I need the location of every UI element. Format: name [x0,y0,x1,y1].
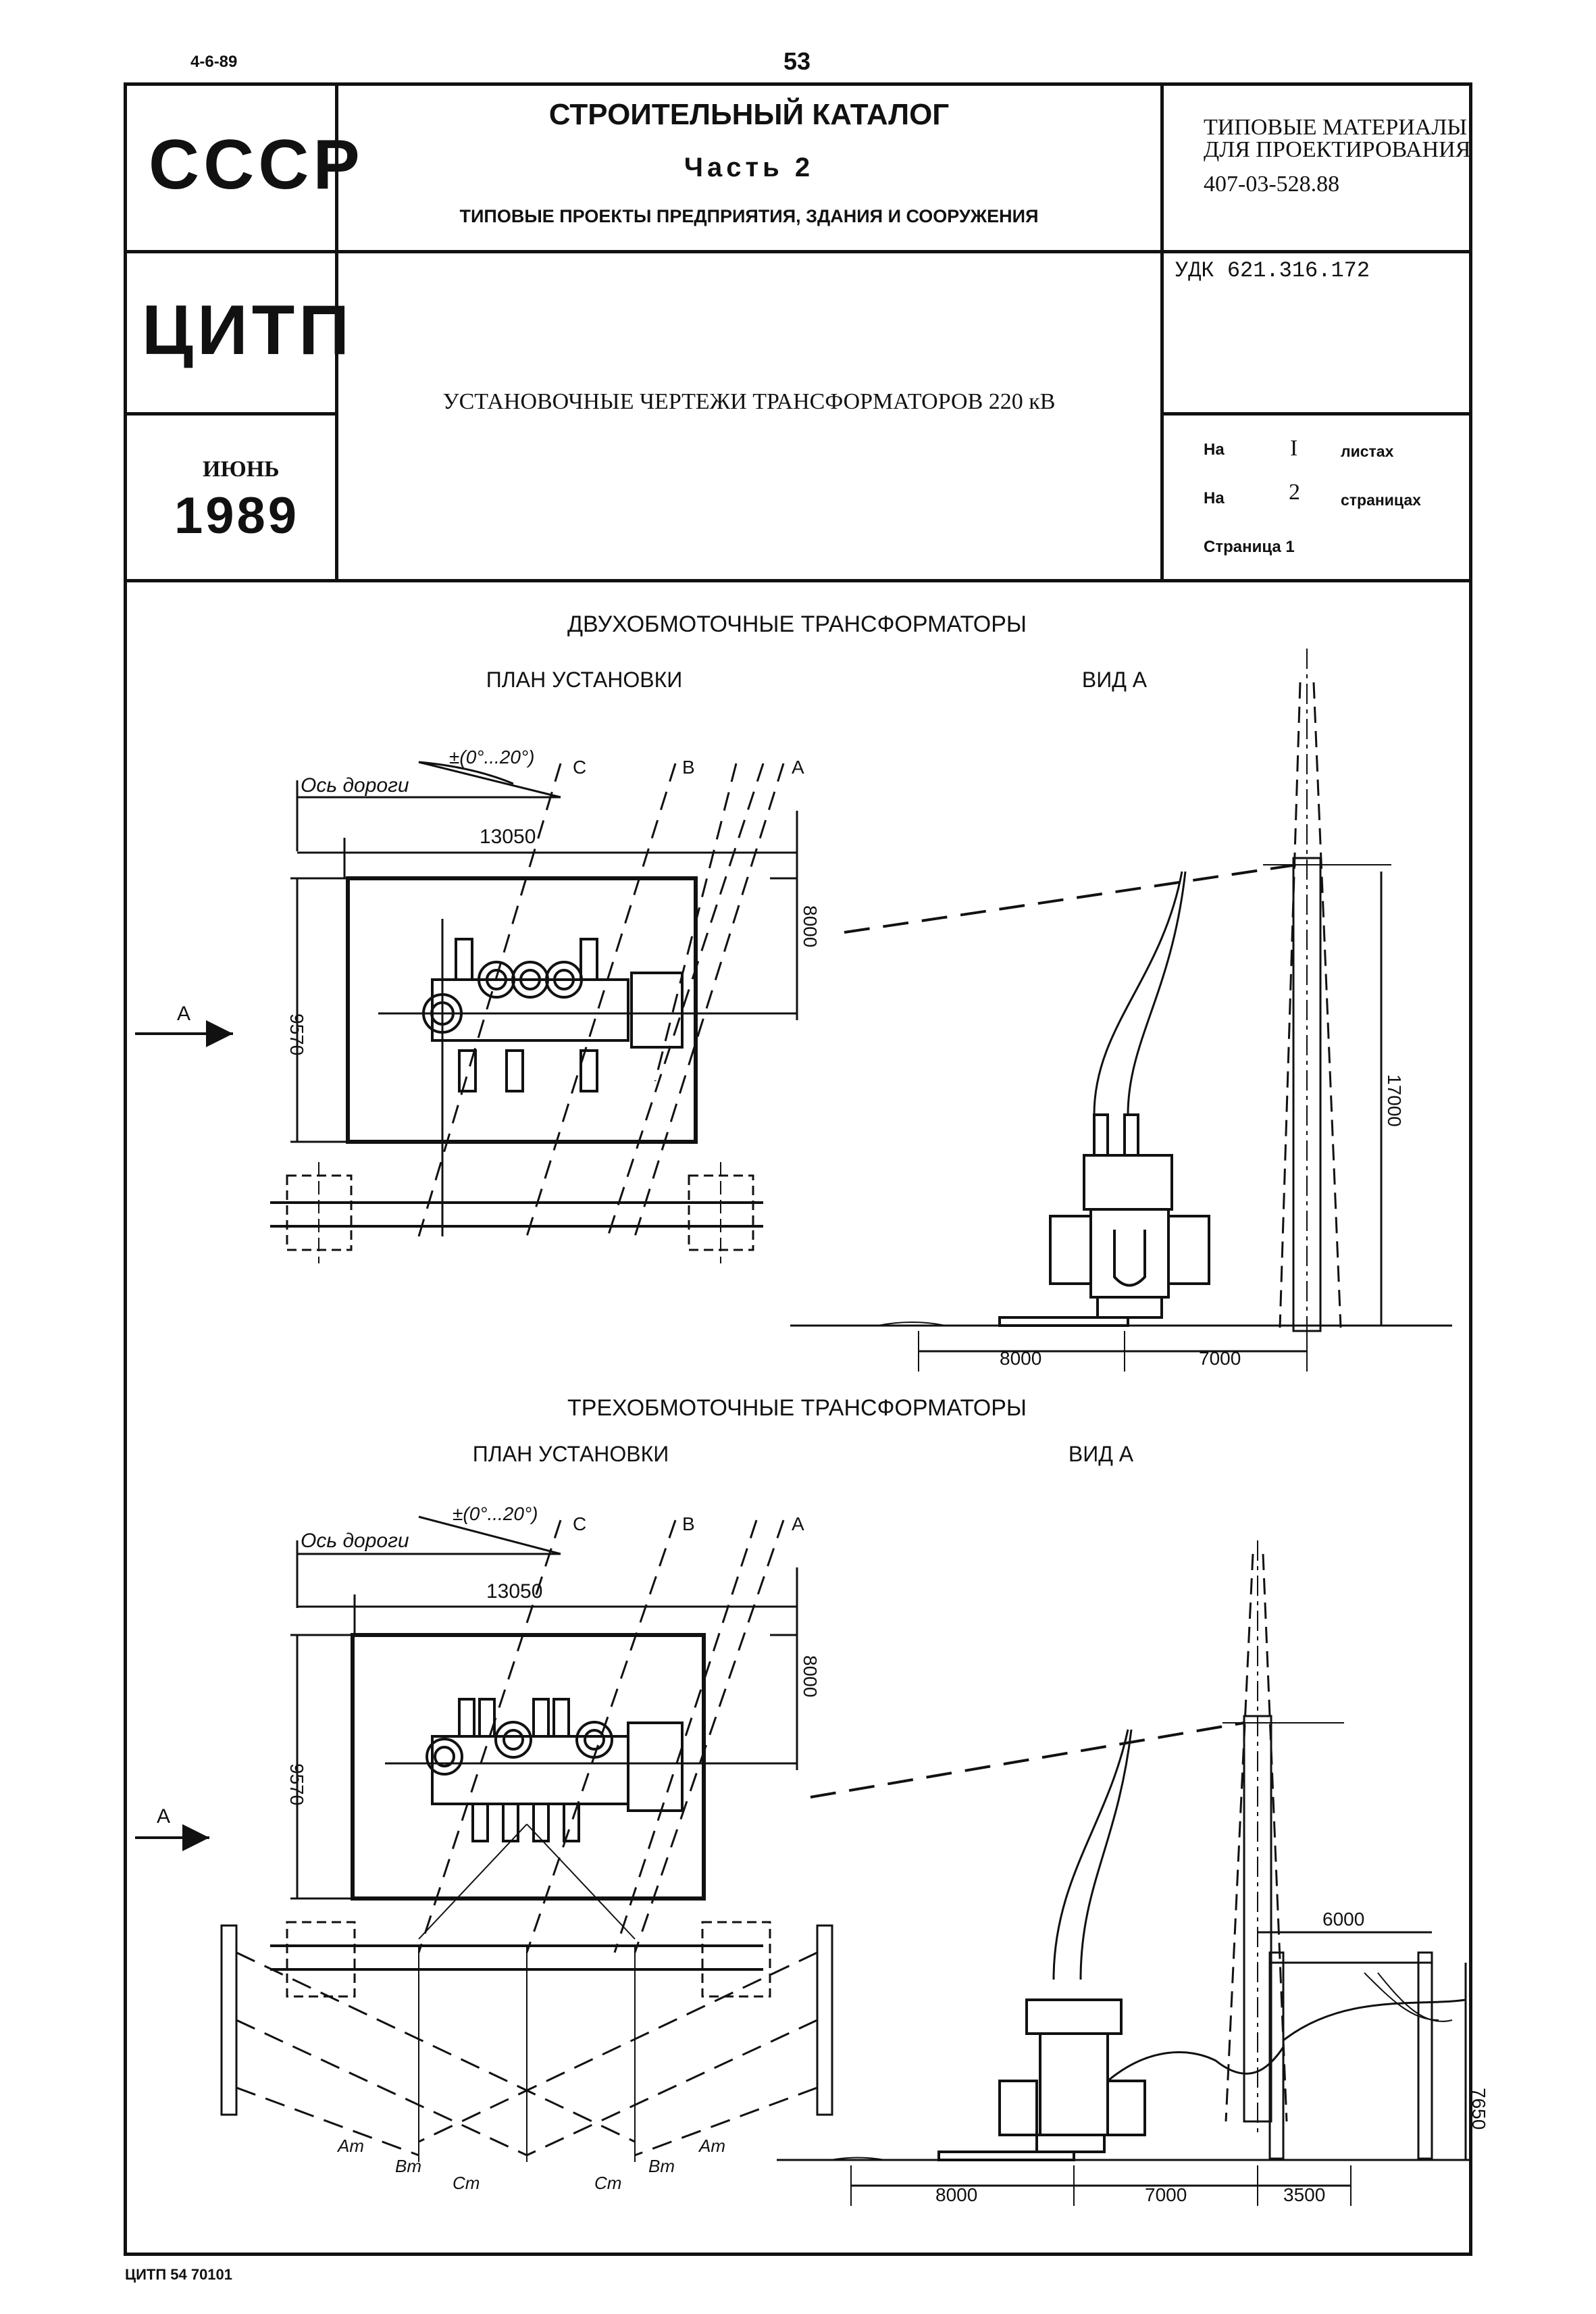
plan-2-line-label: Сm [453,2173,480,2193]
country-label: СССР [149,126,364,204]
section1-title: ДВУХОБМОТОЧНЫЕ ТРАНСФОРМАТОРЫ [567,611,1027,637]
view-2-dim-7650: 7650 [1468,2088,1489,2130]
section1-view-title: ВИД А [1082,668,1148,692]
catalog-title: СТРОИТЕЛЬНЫЙ КАТАЛОГ [548,98,950,131]
plan-2-line-label: Аm [336,2136,364,2156]
plan-2 [135,1515,833,2162]
plan-2-line-label: Сm [594,2173,621,2193]
plan-2-line-label: Вm [648,2156,675,2176]
view-2-dim-mid: 7000 [1145,2184,1187,2205]
year-label: 1989 [174,487,300,545]
sheets-label: листах [1341,443,1394,460]
plan-2-phase-b: В [682,1513,695,1534]
view-2-dim-right: 3500 [1283,2184,1325,2205]
materials-line1: ТИПОВЫЕ МАТЕРИАЛЫ [1204,115,1468,140]
plan-2-road-axis: Ось дороги [301,1530,409,1552]
plan-2-arrow-label: А [157,1805,170,1828]
plan-2-labels: Ось дороги ±(0°...20°) С В А 13050 9570 … [157,1503,821,2193]
section2-view-title: ВИД А [1069,1442,1134,1466]
document-title: УСТАНОВОЧНЫЕ ЧЕРТЕЖИ ТРАНСФОРМАТОРОВ 220… [442,389,1056,414]
view-1-dim-left: 8000 [1000,1348,1041,1369]
plan-1 [135,761,798,1263]
view-2-dim-left: 8000 [935,2184,977,2205]
month-label: ИЮНЬ [203,457,280,482]
plan-1-dim-8000: 8000 [800,905,821,947]
plan-2-line-label: Аm [698,2136,725,2156]
pages-label: страницах [1341,491,1421,509]
view-2 [777,1540,1472,2206]
plan-2-angle: ±(0°...20°) [453,1503,538,1524]
view-1-labels: 17000 8000 7000 [1000,1074,1405,1369]
materials-code: 407-03-528.88 [1204,172,1340,197]
view-1-dim-height: 17000 [1384,1074,1405,1127]
view-2-dim-6000: 6000 [1322,1909,1364,1930]
plan-1-labels: Ось дороги ±(0°...20°) С В А 13050 9570 … [177,747,821,1055]
plan-2-phase-a: А [792,1513,804,1534]
view-2-labels: 6000 7650 8000 7000 3500 [935,1909,1489,2205]
org-label: ЦИТП [142,291,353,370]
sheets-prefix: На [1204,441,1225,459]
section1-plan-title: ПЛАН УСТАНОВКИ [486,668,683,692]
plan-2-dim-width: 13050 [486,1580,542,1603]
section2-title: ТРЕХОБМОТОЧНЫЕ ТРАНСФОРМАТОРЫ [567,1395,1027,1421]
plan-2-phase-c: С [573,1513,586,1534]
section2-plan-title: ПЛАН УСТАНОВКИ [473,1442,669,1466]
view-1 [790,649,1452,1372]
plan-2-line-label: Вm [395,2156,421,2176]
plan-1-road-axis: Ось дороги [301,774,409,797]
drawing-frame [124,579,1472,2256]
plan-2-dim-depth: 9570 [286,1763,307,1805]
plan-1-phase-a: А [792,757,804,778]
plan-2-dim-8000: 8000 [800,1655,821,1697]
plan-1-phase-b: В [682,757,695,778]
sheets-count: I [1290,436,1298,461]
footer-code: ЦИТП 54 70101 [125,2266,233,2283]
plan-1-angle: ±(0°...20°) [449,747,534,768]
page-reference: Страница 1 [1204,538,1295,556]
plan-1-dim-width: 13050 [480,826,536,848]
plan-1-arrow-label: А [177,1003,190,1025]
udk-code: УДК 621.316.172 [1175,258,1370,283]
materials-line2: ДЛЯ ПРОЕКТИРОВАНИЯ [1204,137,1471,162]
header-frame [124,82,1472,582]
pages-count: 2 [1289,480,1300,505]
catalog-part-subtitle: ТИПОВЫЕ ПРОЕКТЫ ПРЕДПРИЯТИЯ, ЗДАНИЯ И СО… [459,206,1039,226]
plan-1-phase-c: С [573,757,586,778]
catalog-part: Часть 2 [684,153,815,182]
view-1-dim-right: 7000 [1199,1348,1241,1369]
date-mark: 4-6-89 [190,53,238,71]
pages-prefix: На [1204,489,1225,507]
plan-1-dim-depth: 9570 [286,1013,307,1055]
page-number: 53 [783,47,811,75]
